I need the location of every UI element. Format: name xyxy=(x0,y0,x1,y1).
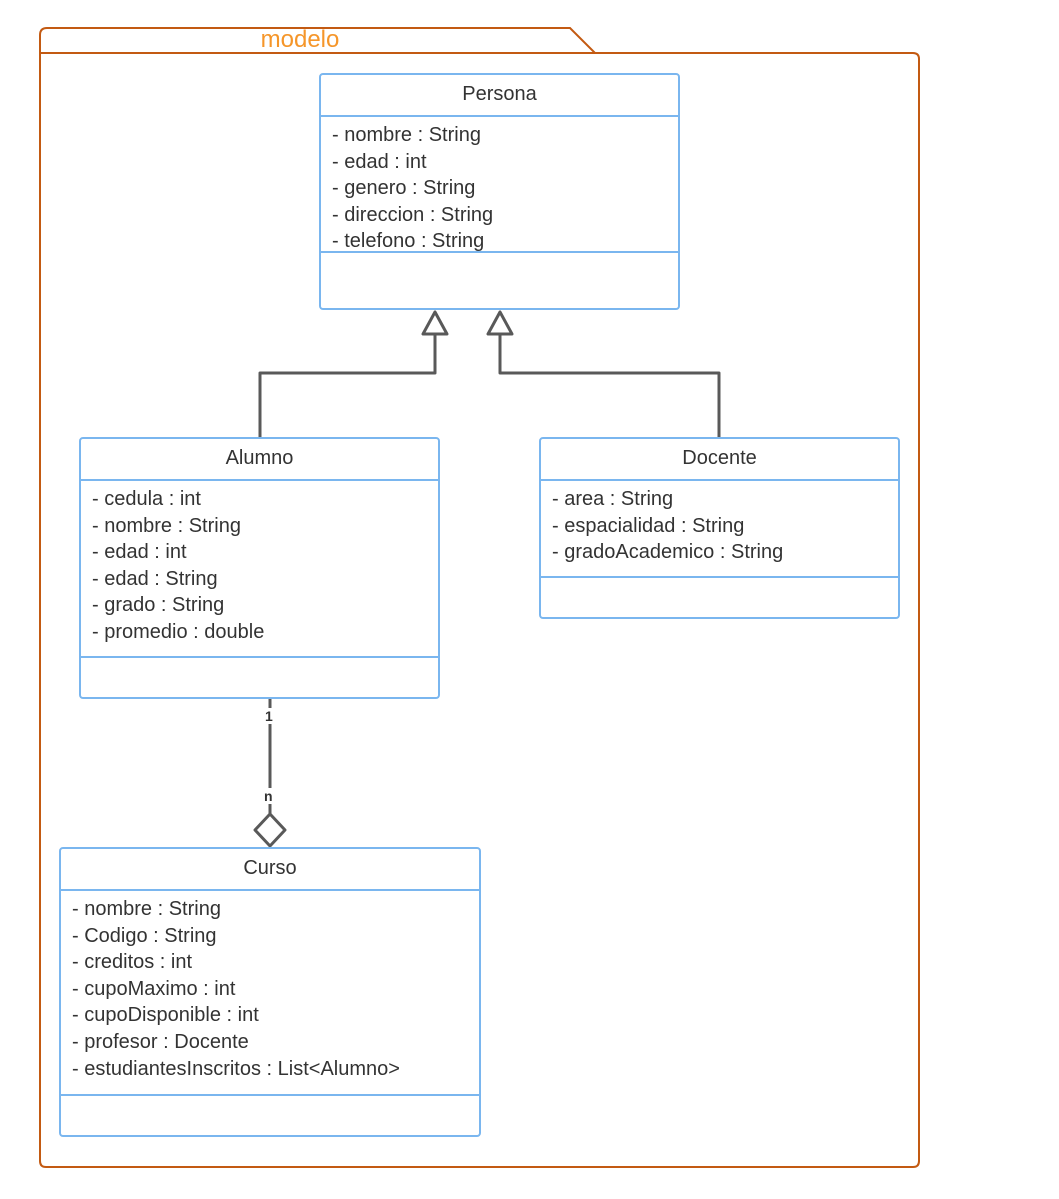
class-name: Alumno xyxy=(81,439,438,481)
attribute: - cupoDisponible : int xyxy=(72,1004,259,1027)
attribute: - genero : String xyxy=(332,177,476,200)
attribute: - area : String xyxy=(552,488,674,510)
attribute: - edad : String xyxy=(92,567,218,590)
attributes-compartment: - nombre : String - Codigo : String - cr… xyxy=(61,891,479,1096)
generalization-docente-persona[interactable] xyxy=(498,334,721,437)
class-persona[interactable]: Persona - nombre : String - edad : int -… xyxy=(319,73,680,310)
attribute: - promedio : double xyxy=(92,620,265,643)
attribute: - profesor : Docente xyxy=(72,1030,249,1053)
attribute: - cupoMaximo : int xyxy=(72,977,236,1000)
class-alumno[interactable]: Alumno - cedula : int - nombre : String … xyxy=(79,437,440,699)
attribute: - nombre : String xyxy=(92,514,241,537)
attributes-compartment: - nombre : String - edad : int - genero … xyxy=(321,117,678,253)
attribute: - telefono : String xyxy=(332,230,485,253)
class-docente[interactable]: Docente - area : String - espacialidad :… xyxy=(539,437,900,619)
class-curso[interactable]: Curso - nombre : String - Codigo : Strin… xyxy=(59,847,481,1137)
attributes-compartment: - area : String - espacialidad : String … xyxy=(541,481,898,578)
package-name: modelo xyxy=(260,26,340,53)
attribute: - edad : int xyxy=(92,541,187,564)
attribute: - edad : int xyxy=(332,150,427,173)
multiplicity-alumno-end: 1 xyxy=(263,708,275,724)
attribute: - Codigo : String xyxy=(72,924,217,947)
attributes-compartment: - cedula : int - nombre : String - edad … xyxy=(81,481,438,658)
inheritance-arrowhead-alumno xyxy=(421,310,449,336)
class-name: Persona xyxy=(321,75,678,117)
inheritance-arrowhead-docente xyxy=(486,310,514,336)
attribute: - gradoAcademico : String xyxy=(552,541,784,564)
package-frame xyxy=(39,27,920,1168)
class-name: Docente xyxy=(541,439,898,481)
attribute: - cedula : int xyxy=(92,488,201,510)
class-name: Curso xyxy=(61,849,479,891)
attribute: - estudiantesInscritos : List<Alumno> xyxy=(72,1057,400,1080)
attribute: - nombre : String xyxy=(332,124,481,146)
attribute: - espacialidad : String xyxy=(552,514,745,537)
attribute: - creditos : int xyxy=(72,951,193,974)
attribute: - grado : String xyxy=(92,594,225,617)
attribute: - direccion : String xyxy=(332,203,494,226)
multiplicity-curso-end: n xyxy=(262,788,275,804)
attribute: - nombre : String xyxy=(72,898,221,920)
generalization-alumno-persona[interactable] xyxy=(258,334,437,437)
aggregation-diamond xyxy=(253,812,287,848)
